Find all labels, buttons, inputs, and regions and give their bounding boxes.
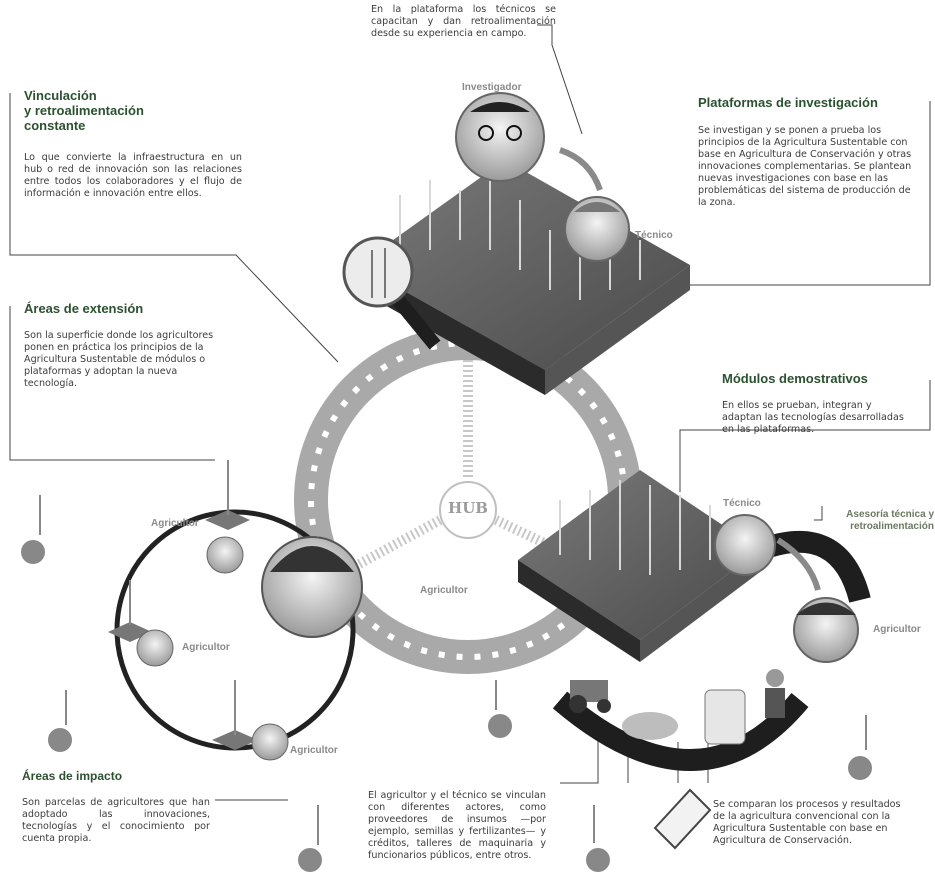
connector-actores-a: [560, 740, 599, 784]
label-agricultor-3: Agricultor: [290, 745, 338, 756]
actores-note: El agricultor y el técnico se vinculan c…: [368, 790, 546, 861]
connector-areas-extension: [9, 306, 215, 461]
fertilizer-sack-icon: [704, 689, 746, 745]
areas-extension-title: Áreas de extensión: [24, 301, 144, 316]
agricultor-plot-2: [108, 580, 174, 667]
clipboard-icon: [653, 788, 712, 850]
tecnico-right-face: [714, 514, 776, 576]
connector-modulos: [679, 380, 931, 492]
vinculacion-body: Lo que convierte la infraestructura en u…: [24, 152, 242, 199]
connector-asesoria: [814, 506, 823, 521]
top-note: En la plataforma los técnicos se capacit…: [371, 4, 556, 39]
demo-ring-upper: [756, 530, 871, 603]
agricultor-plot-3: [212, 680, 289, 761]
label-tecnico-right: Técnico: [723, 498, 761, 509]
areas-impacto-body: Son parcelas de agricultores que han ado…: [22, 797, 210, 844]
feedback-arrow-top: [558, 147, 603, 192]
modulos-body: En ellos se prueban, integran y adaptan …: [722, 400, 904, 435]
hub-label: HUB: [448, 499, 488, 517]
tecnico-top-face: [564, 196, 630, 262]
label-investigador: Investigador: [462, 82, 522, 93]
agricultor-center-face: [261, 536, 363, 638]
official-icon: [765, 669, 785, 718]
areas-extension-body: Son la superficie donde los agricultores…: [24, 330, 214, 389]
hub-center: [439, 481, 497, 539]
modulos-title: Módulos demostrativos: [722, 371, 868, 386]
plataformas-body: Se investigan y se ponen a prueba los pr…: [698, 125, 912, 208]
impact-plots: [21, 495, 872, 872]
corn-detail-magnifier: [342, 236, 441, 350]
connector-vinculacion: [9, 93, 339, 363]
demo-ring-lower: [552, 691, 809, 771]
areas-impacto-title: Áreas de impacto: [22, 769, 123, 783]
label-asesoria: Asesoría técnica y retroalimentación: [846, 509, 934, 532]
label-agricultor-center: Agricultor: [420, 585, 468, 596]
demo-module-block: [518, 470, 760, 662]
investigador-face: [455, 92, 545, 182]
label-agricultor-1: Agricultor: [151, 518, 199, 529]
vinculacion-title: Vinculación y retroalimentación constant…: [24, 88, 144, 133]
label-agricultor-2: Agricultor: [182, 642, 230, 653]
label-tecnico-top: Técnico: [635, 230, 673, 241]
connector-lines: [9, 24, 931, 801]
agricultor-right-face: [793, 597, 859, 663]
connector-top-note: [537, 24, 583, 135]
tractor-icon: [569, 680, 611, 713]
label-agricultor-right: Agricultor: [873, 624, 921, 635]
plataformas-title: Plataformas de investigación: [698, 95, 878, 110]
comparacion-note: Se comparan los procesos y resultados de…: [713, 799, 901, 846]
agricultor-plot-1: [205, 460, 250, 574]
seeds-icon: [622, 712, 678, 740]
hub-spokes: [327, 360, 583, 585]
feedback-arrow-right: [776, 537, 821, 591]
